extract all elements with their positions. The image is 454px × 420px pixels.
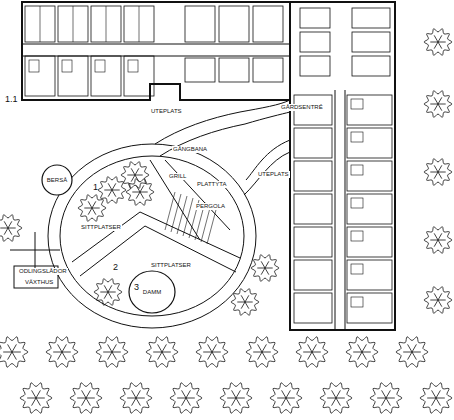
area-circle: DAMM bbox=[128, 270, 176, 314]
tree-symbol bbox=[70, 383, 102, 413]
callout-number: 2 bbox=[112, 262, 119, 272]
tree-symbol bbox=[420, 383, 452, 413]
callout-number: 1 bbox=[92, 182, 99, 192]
tree-symbol bbox=[146, 337, 178, 367]
area-circle: BERSÅ bbox=[41, 164, 73, 196]
tree-symbol bbox=[370, 383, 402, 413]
area-label: SITTPLATSER bbox=[80, 224, 122, 231]
tree-symbol bbox=[196, 337, 228, 367]
tree-symbol bbox=[396, 337, 428, 367]
tree-symbol bbox=[46, 337, 78, 367]
tree-symbol bbox=[320, 383, 352, 413]
tree-symbol bbox=[424, 91, 452, 118]
tree-symbol bbox=[346, 337, 378, 367]
tree-symbol bbox=[170, 383, 202, 413]
area-label: PERGOLA bbox=[195, 203, 226, 210]
callout-number: 3 bbox=[133, 282, 140, 292]
tree-symbol bbox=[126, 179, 154, 206]
tree-symbol bbox=[296, 337, 328, 367]
tree-symbol bbox=[96, 337, 128, 367]
tree-symbol bbox=[121, 162, 149, 189]
tree-symbol bbox=[0, 337, 28, 367]
area-label: SITTPLATSER bbox=[150, 262, 192, 269]
tree-symbol bbox=[424, 227, 452, 254]
tree-symbol bbox=[0, 215, 22, 242]
callout-number: 1.1 bbox=[4, 94, 19, 104]
area-label: VÄXTHUS bbox=[24, 279, 54, 286]
tree-symbol bbox=[20, 383, 52, 413]
tree-symbol bbox=[120, 383, 152, 413]
tree-symbol bbox=[231, 289, 259, 316]
area-label: UTEPLATS bbox=[257, 171, 290, 178]
garden-paths bbox=[10, 100, 290, 328]
area-label: DAMM bbox=[143, 289, 161, 296]
tree-symbol bbox=[424, 159, 452, 186]
tree-symbol bbox=[78, 195, 106, 222]
tree-symbol bbox=[251, 255, 279, 282]
tree-symbol bbox=[424, 29, 452, 56]
tree-symbol bbox=[94, 279, 122, 306]
area-label: GÅNGBANA bbox=[172, 146, 208, 153]
tree-symbol bbox=[270, 383, 302, 413]
area-label: GÅRDSENTRÉ bbox=[280, 104, 324, 111]
area-label: BERSÅ bbox=[47, 177, 67, 184]
tree-symbol bbox=[220, 383, 252, 413]
building bbox=[22, 2, 395, 330]
area-label: GRILL bbox=[168, 173, 187, 180]
area-label: ODLINGSLÅDOR bbox=[18, 268, 68, 275]
tree-symbol bbox=[246, 337, 278, 367]
area-label: UTEPLATS bbox=[150, 108, 183, 115]
area-label: PLATTYTA bbox=[196, 181, 227, 188]
tree-symbol bbox=[424, 287, 452, 314]
